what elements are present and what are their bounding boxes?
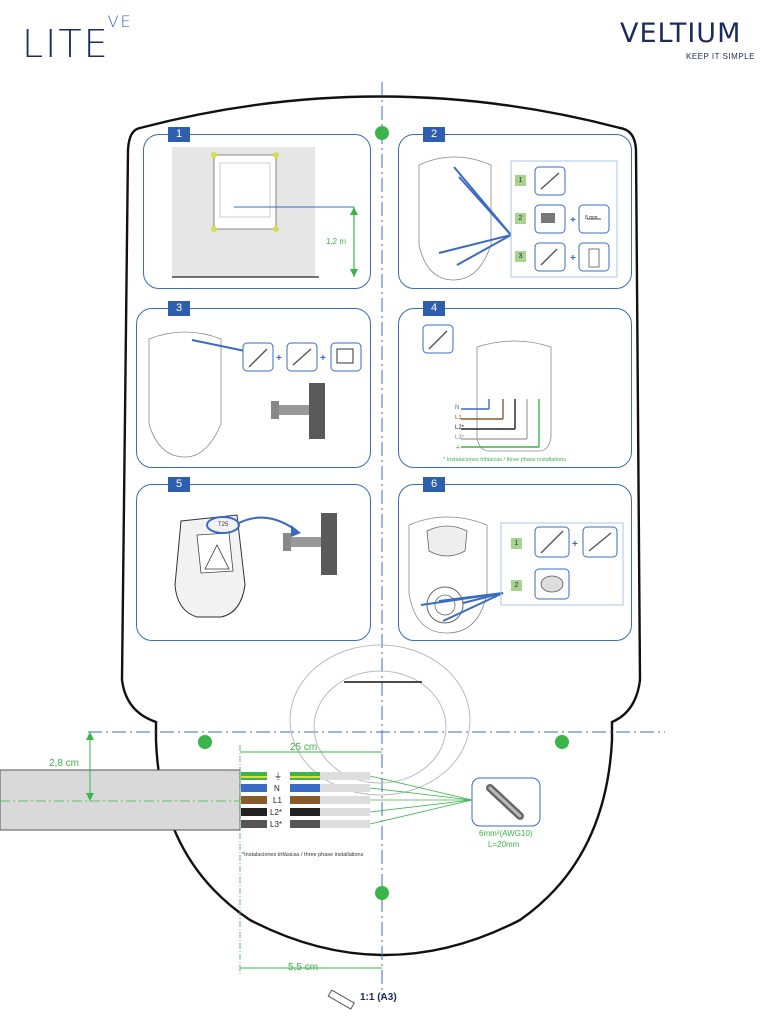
cable-wire-l1: L1 xyxy=(273,796,282,805)
veltium-logo: VELTIUM xyxy=(620,18,742,49)
step-4-panel: 4 N L1 L2* L3* ⏚ * Instalaciones trifási… xyxy=(398,301,632,468)
step-3-badge: 3 xyxy=(168,301,190,316)
cover-removal-diagram xyxy=(174,513,337,618)
svg-text:+: + xyxy=(276,353,282,364)
step-1-badge: 1 xyxy=(168,127,190,142)
svg-text:+: + xyxy=(570,215,576,226)
cable-three-phase-note: *Instalaciones trifásicas / three phase … xyxy=(242,852,364,858)
scale-label: 1:1 (A3) xyxy=(360,992,397,1003)
ferrule-spec: 6mm²(AWG10) xyxy=(479,829,533,838)
step-6-substep-2-badge: 2 xyxy=(511,580,522,591)
step-6-substep-1-badge: 1 xyxy=(511,538,522,549)
step-6-panel: 6 + 1 2 xyxy=(398,477,632,641)
step-2-panel: 2 + + 1 2 3 8 mm xyxy=(398,127,632,289)
svg-text:+: + xyxy=(320,353,326,364)
cable-wire-n: N xyxy=(274,784,280,793)
svg-text:+: + xyxy=(572,539,578,550)
substep-1-badge: 1 xyxy=(515,175,526,186)
substep-2-badge: 2 xyxy=(515,213,526,224)
fixing-points-diagram: + + xyxy=(418,156,618,281)
wire-label-n: N xyxy=(455,405,460,411)
strip-length-label: 25 cm xyxy=(290,742,318,753)
step-4-badge: 4 xyxy=(423,301,445,316)
lite-logo: LITEVE xyxy=(22,12,133,66)
step-2-badge: 2 xyxy=(423,127,445,142)
svg-text:+: + xyxy=(570,253,576,264)
brand-tagline: KEEP IT SIMPLE xyxy=(686,52,755,61)
screw-fixing-diagram: + + xyxy=(148,331,362,458)
step-5-badge: 5 xyxy=(168,477,190,492)
step-1-panel: 1 1,2 m xyxy=(143,127,371,289)
wall-mount-diagram xyxy=(172,147,358,278)
substep-3-badge: 3 xyxy=(515,251,526,262)
torx-tag: T25 xyxy=(218,522,229,528)
wire-label-ground: ⏚ xyxy=(455,445,462,451)
step-5-panel: 5 T25 xyxy=(136,477,371,641)
ferrule-length: L=20mm xyxy=(488,840,520,849)
wiring-diagram xyxy=(422,324,552,452)
wire-label-l1: L1 xyxy=(455,415,462,421)
ruler-icon xyxy=(327,990,355,1010)
height-label: 1,2 m xyxy=(326,237,347,246)
step-3-panel: 3 + + xyxy=(136,301,371,468)
step-6-badge: 6 xyxy=(423,477,445,492)
drill-bit-label: 8 mm xyxy=(585,215,598,221)
cable-wire-l3: L3* xyxy=(270,820,283,829)
wire-label-l2: L2* xyxy=(455,425,465,431)
cable-wire-l2: L2* xyxy=(270,808,283,817)
cable-height-label: 2,8 cm xyxy=(49,758,80,769)
cable-wire-ground: ⏚ xyxy=(274,772,282,781)
closing-diagram: + xyxy=(408,516,624,634)
bottom-length-label: 5,5 cm xyxy=(288,962,319,973)
wire-label-l3: L3* xyxy=(455,435,465,441)
three-phase-note: * Instalaciones trifásicas / three phase… xyxy=(443,457,566,463)
